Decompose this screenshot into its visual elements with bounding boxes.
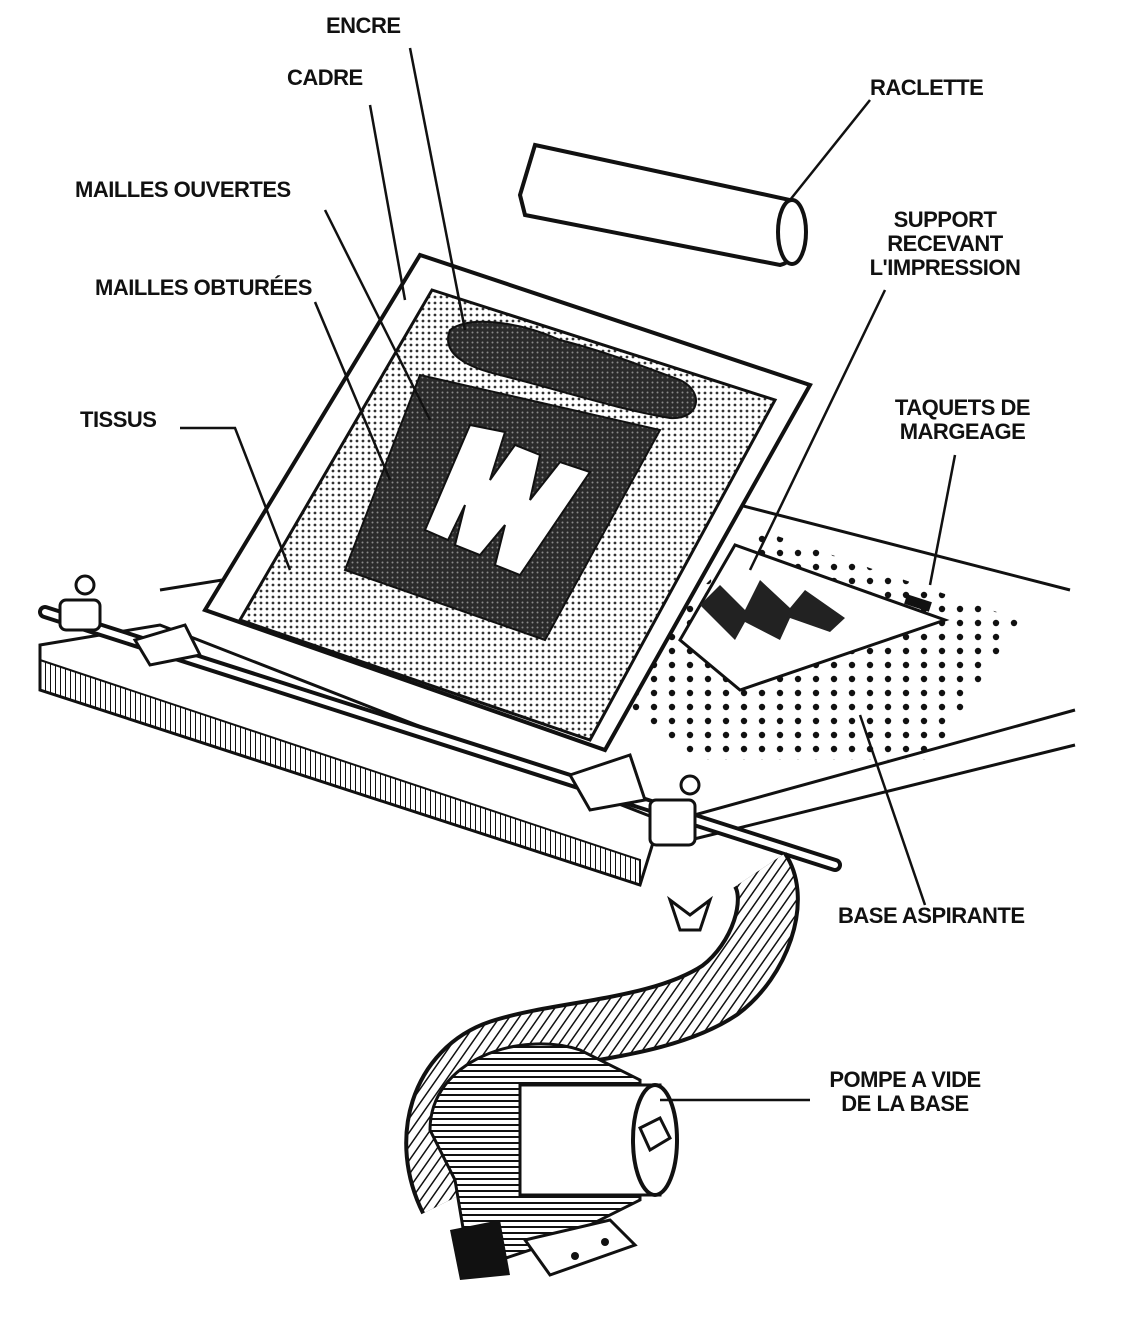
label-tissus: TISSUS bbox=[80, 407, 157, 432]
label-cadre: CADRE bbox=[287, 65, 363, 90]
label-pompe: POMPE A VIDE DE LA BASE bbox=[829, 1067, 981, 1116]
label-support: SUPPORT RECEVANT L'IMPRESSION bbox=[869, 207, 1021, 280]
squeegee bbox=[517, 142, 808, 268]
label-base-aspirante: BASE ASPIRANTE bbox=[838, 903, 1025, 928]
printing-substrate bbox=[678, 543, 950, 692]
label-mailles-ouvertes: MAILLES OUVERTES bbox=[75, 177, 291, 202]
hinge-clamp bbox=[58, 574, 713, 932]
label-mailles-obturees: MAILLES OBTURÉES bbox=[95, 275, 312, 300]
vacuum-pump bbox=[428, 1042, 679, 1280]
ink-blob bbox=[447, 320, 697, 420]
registration-tab bbox=[904, 594, 932, 612]
label-taquets: TAQUETS DE MARGEAGE bbox=[894, 395, 1031, 444]
label-encre: ENCRE bbox=[326, 13, 401, 38]
leader-lines bbox=[180, 47, 957, 1102]
stencil-letter bbox=[423, 423, 592, 577]
label-raclette: RACLETTE bbox=[870, 75, 984, 100]
screen-frame bbox=[202, 252, 813, 753]
